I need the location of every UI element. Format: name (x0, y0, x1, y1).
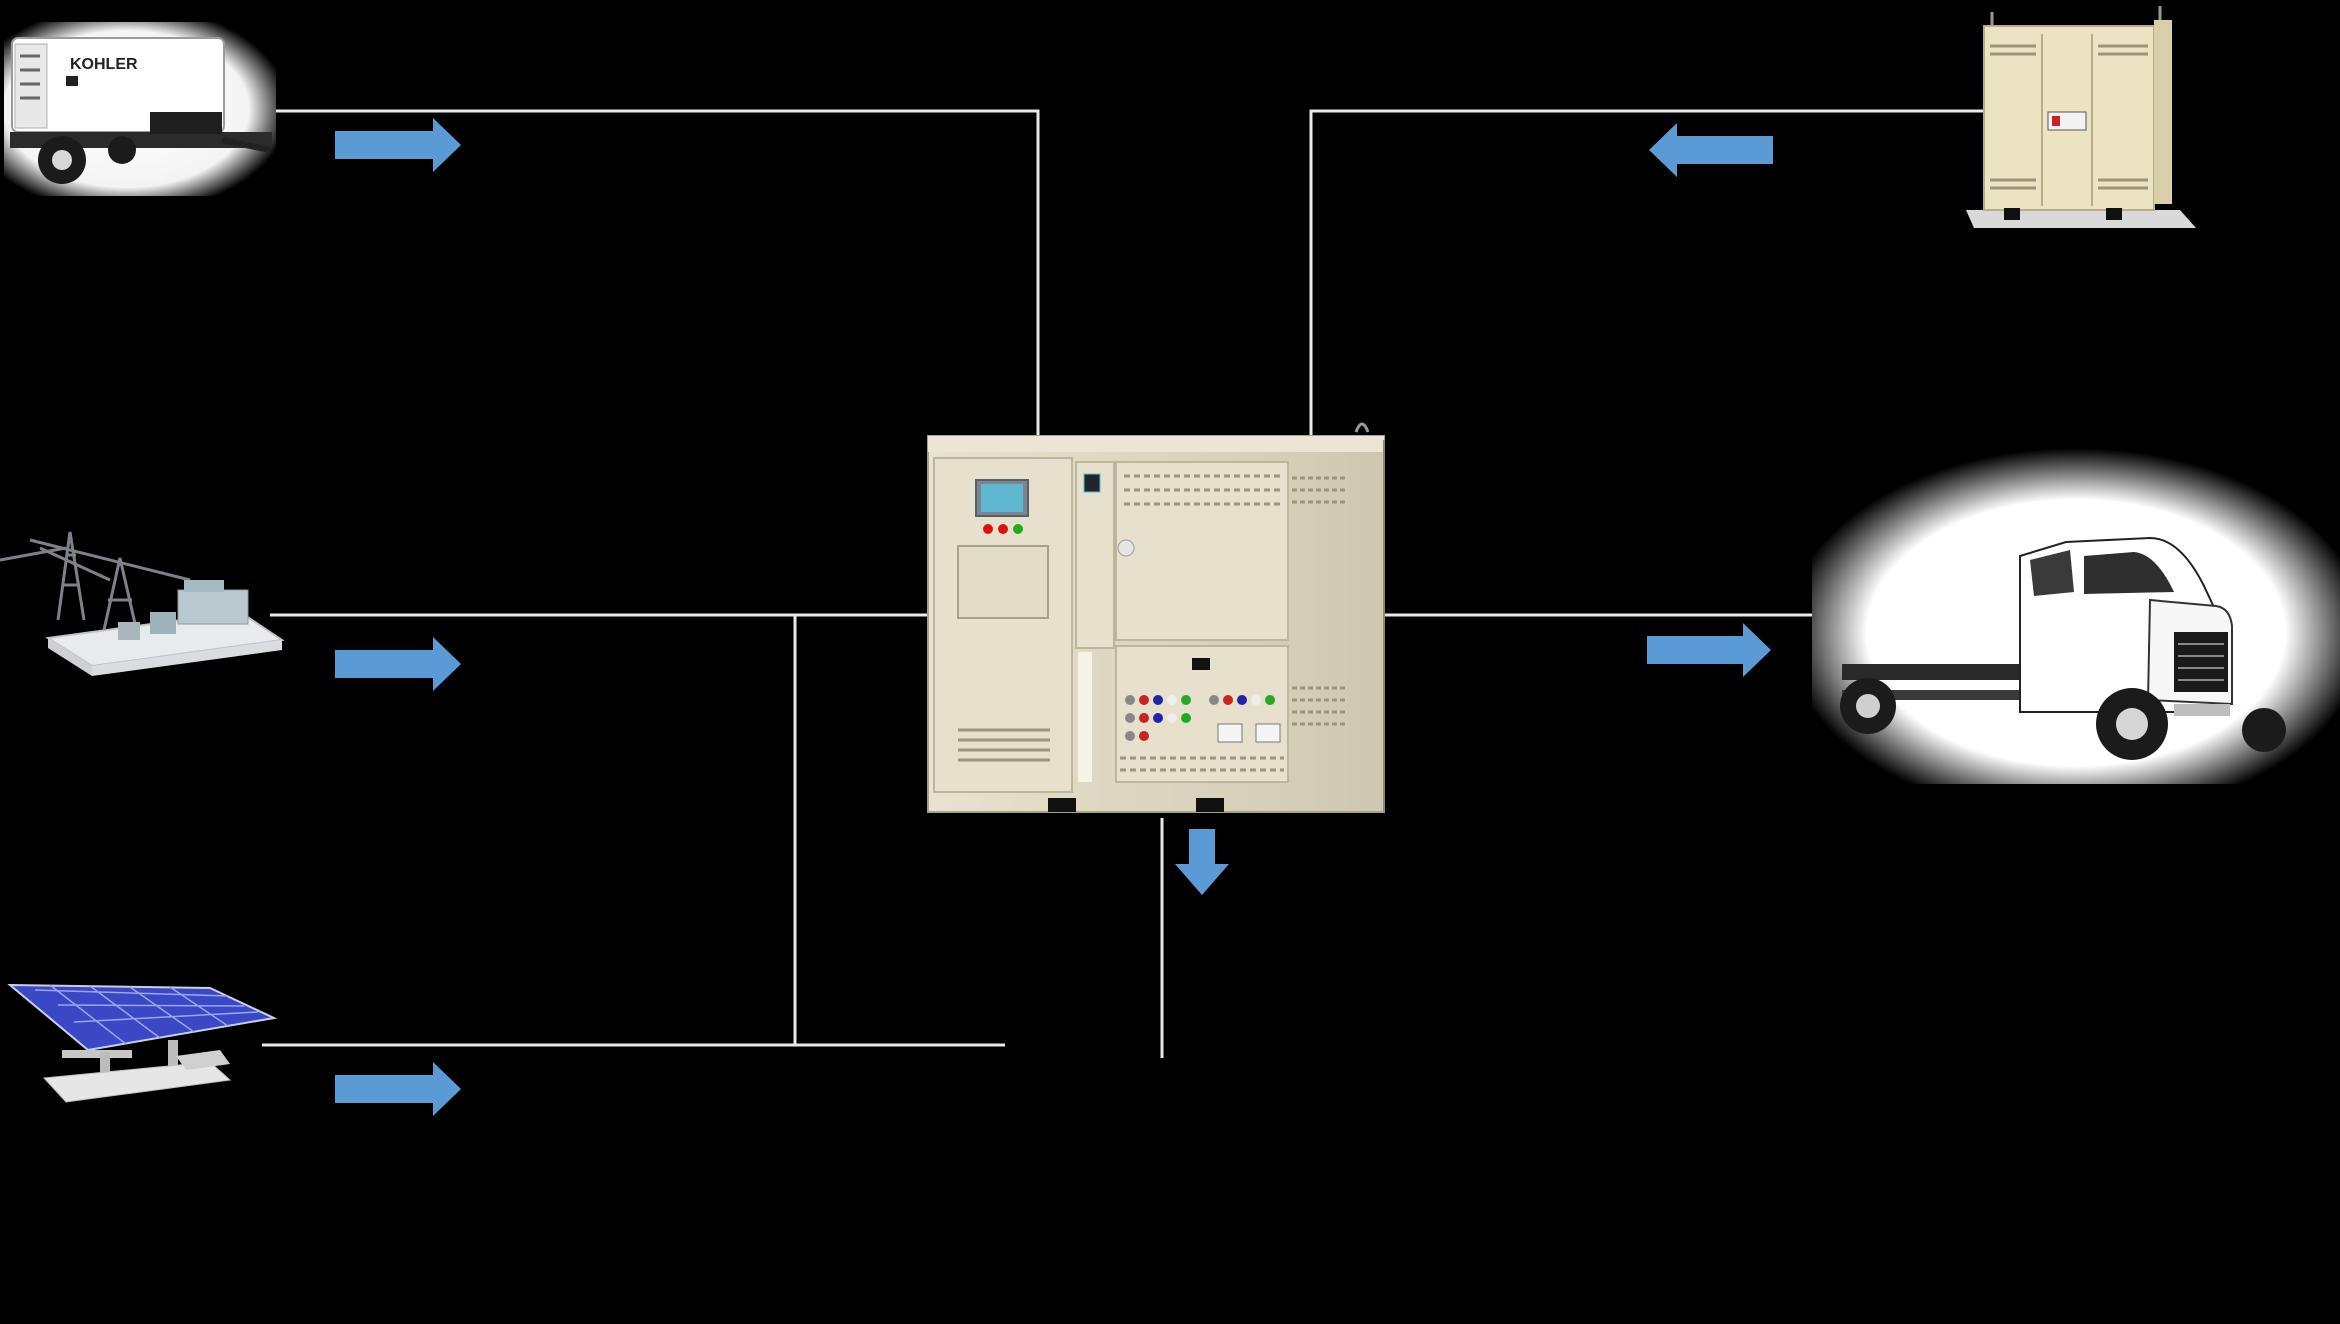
cabinet-display-screen (981, 484, 1023, 512)
indicator-light-red-icon (983, 524, 993, 534)
arrow-storage-to-hub (1649, 123, 1773, 177)
arrow-hub-to-vehicle (1647, 623, 1771, 677)
wire-generator (262, 109, 1040, 440)
portable-generator-icon: KOHLER (4, 22, 276, 196)
utility-truck-chassis-icon (1812, 448, 2340, 784)
utility-substation-icon (0, 531, 285, 676)
generator-brand-label: KOHLER (70, 56, 138, 73)
indicator-light-red-icon (998, 524, 1008, 534)
arrow-generator-to-hub (335, 118, 461, 172)
wire-storage (1309, 109, 1990, 440)
arrow-hub-to-output (1175, 829, 1229, 895)
arrow-solar-to-hub (335, 1062, 461, 1116)
arrow-utility-to-hub (335, 637, 461, 691)
battery-storage-cabinet-icon (1966, 6, 2196, 228)
indicator-light-green-icon (1013, 524, 1023, 534)
connector-panel (1125, 695, 1281, 743)
solar-panel-array-icon (7, 983, 278, 1103)
power-distribution-cabinet-icon (927, 422, 1385, 813)
connection-wires (262, 109, 1990, 1058)
